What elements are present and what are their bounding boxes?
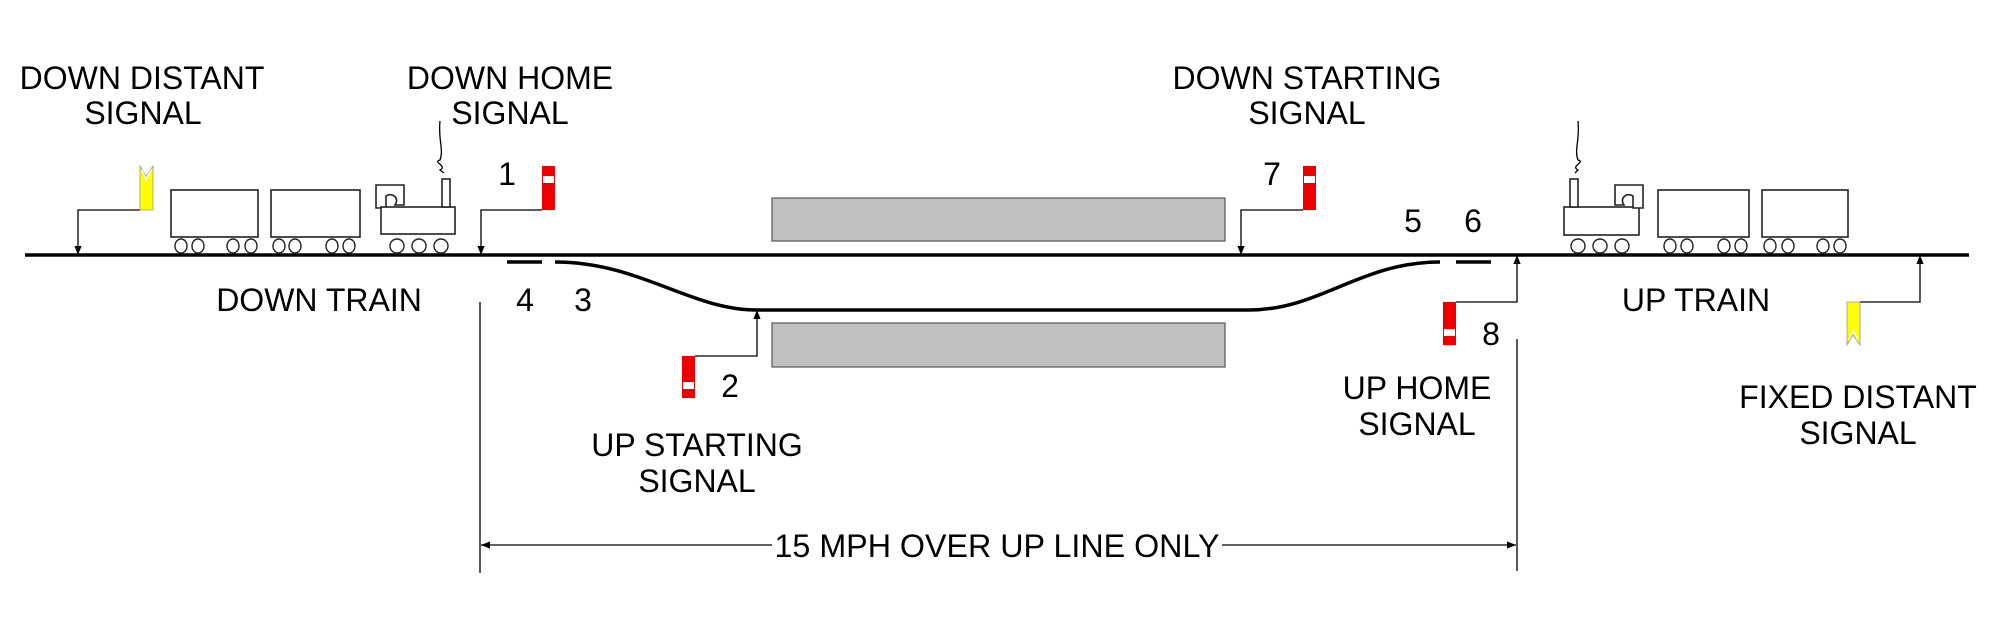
fixed-distant-label-2: SIGNAL [1799, 415, 1916, 451]
fixed-distant-signal [1846, 301, 1861, 347]
down-starting-leader [1237, 209, 1303, 255]
down-train-icon [170, 120, 456, 254]
up-starting-label-2: SIGNAL [638, 463, 755, 499]
lever-number-2: 2 [721, 368, 739, 404]
down-home-label-2: SIGNAL [451, 95, 568, 131]
up-home-label-2: SIGNAL [1358, 406, 1475, 442]
up-home-label-1: UP HOME [1343, 370, 1492, 406]
speed-limit-label: 15 MPH OVER UP LINE ONLY [775, 528, 1220, 564]
lever-number-4: 4 [516, 282, 534, 318]
lever-number-6: 6 [1464, 203, 1482, 239]
up-train-icon [1563, 120, 1849, 254]
down-starting-signal-7 [1303, 166, 1316, 210]
up-starting-signal-2 [682, 356, 695, 398]
down-starting-label-2: SIGNAL [1248, 95, 1365, 131]
upper-platform [771, 197, 1226, 242]
lever-number-8: 8 [1482, 316, 1500, 352]
up-home-leader [1456, 255, 1521, 303]
down-home-label-1: DOWN HOME [407, 60, 613, 96]
down-distant-signal [139, 164, 154, 211]
lever-number-3: 3 [574, 282, 592, 318]
lower-platform [771, 322, 1226, 368]
down-starting-label-1: DOWN STARTING [1172, 60, 1441, 96]
up-starting-leader [695, 310, 761, 357]
down-distant-label-2: SIGNAL [84, 95, 201, 131]
lever-number-1: 1 [498, 156, 516, 192]
up-train-label: UP TRAIN [1622, 282, 1770, 318]
down-distant-label-1: DOWN DISTANT [20, 60, 265, 96]
down-home-signal-1 [542, 166, 555, 210]
up-home-signal-8 [1443, 302, 1456, 345]
loop-line [554, 260, 1441, 312]
fixed-distant-label-1: FIXED DISTANT [1739, 379, 1977, 415]
down-distant-leader [74, 209, 140, 255]
fixed-distant-leader [1860, 255, 1924, 303]
lever-number-7: 7 [1263, 156, 1281, 192]
down-train-label: DOWN TRAIN [216, 282, 422, 318]
down-home-leader [477, 209, 542, 255]
up-starting-label-1: UP STARTING [591, 427, 803, 463]
lever-number-5: 5 [1404, 203, 1422, 239]
